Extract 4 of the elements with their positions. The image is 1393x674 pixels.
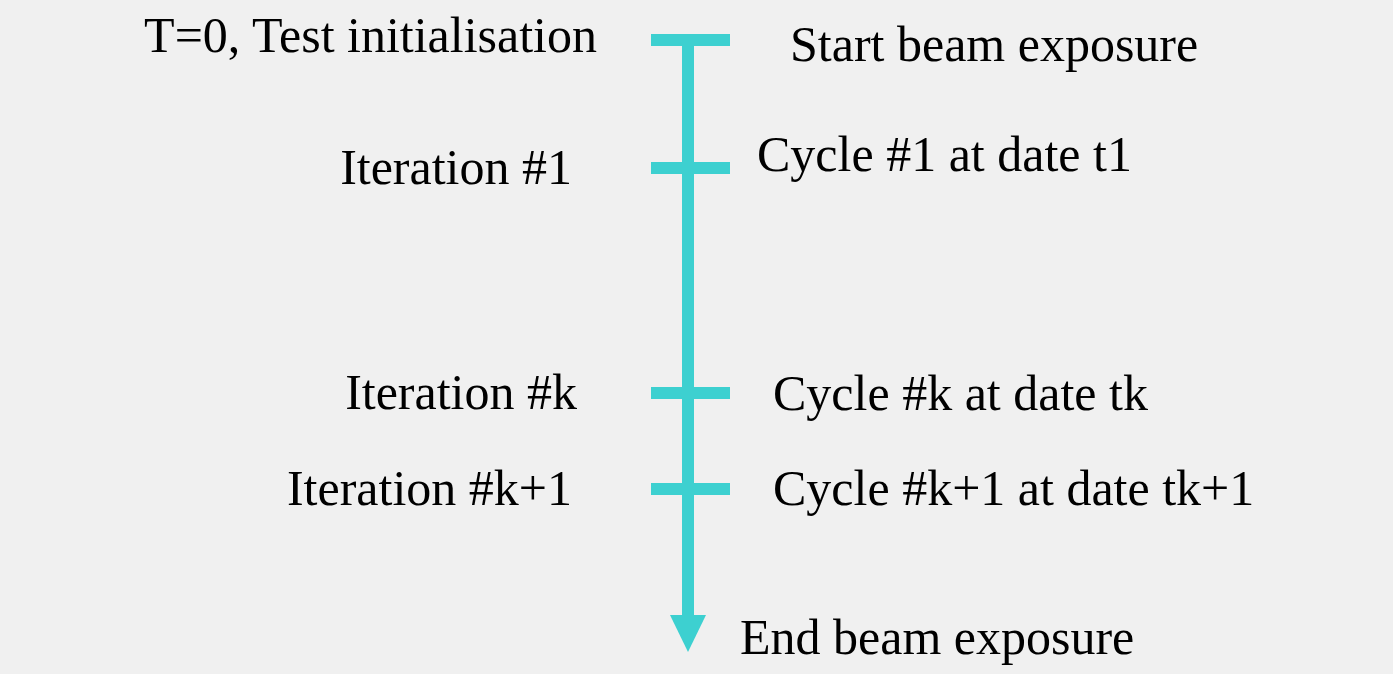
timeline-label: Iteration #k+1 (286, 463, 572, 513)
timeline-label: Iteration #1 (340, 142, 572, 192)
timeline-label: T=0, Test initialisation (144, 10, 597, 60)
timeline-label: Iteration #k (345, 367, 577, 417)
